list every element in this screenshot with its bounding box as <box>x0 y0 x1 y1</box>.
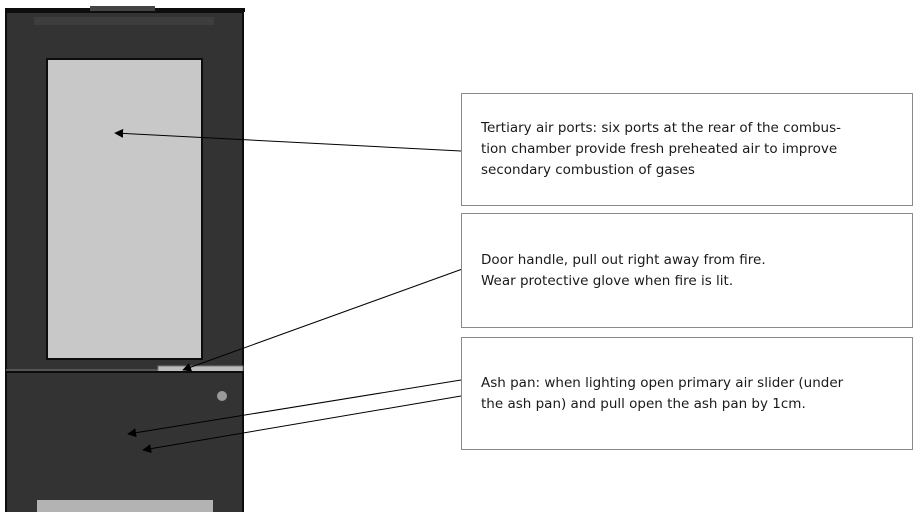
glass-window <box>46 58 203 360</box>
callout-ash-pan: Ash pan: when lighting open primary air … <box>461 337 913 450</box>
callout-text-line: Tertiary air ports: six ports at the rea… <box>481 120 842 136</box>
stove-flue-collar <box>90 6 155 13</box>
arrow-ash-pan-2 <box>142 395 462 454</box>
arrow-tertiary-air <box>114 128 462 152</box>
door-divider <box>6 369 243 372</box>
callout-text-line: the ash pan) and pull open the ash pan b… <box>481 395 806 412</box>
callout-door-handle: Door handle, pull out right away from fi… <box>461 213 913 328</box>
callout-text-line: Ash pan: when lighting open primary air … <box>481 374 844 391</box>
ash-pan-door[interactable] <box>5 371 244 512</box>
ash-pan-knob[interactable] <box>217 391 227 401</box>
callout-text-line: tion chamber provide fresh preheated air… <box>481 141 838 157</box>
callout-text-line: Door handle, pull out right away from fi… <box>481 251 766 268</box>
top-vent-grille <box>34 17 214 25</box>
callout-text-line: Wear protective glove when fire is lit. <box>481 272 734 289</box>
bottom-plinth <box>37 500 213 512</box>
arrow-door-handle <box>182 262 480 372</box>
arrow-ash-pan-1 <box>127 379 462 438</box>
callout-text-line: secondary combustion of gases <box>481 162 695 178</box>
callout-tertiary-air-ports: Tertiary air ports: six ports at the rea… <box>461 93 913 206</box>
